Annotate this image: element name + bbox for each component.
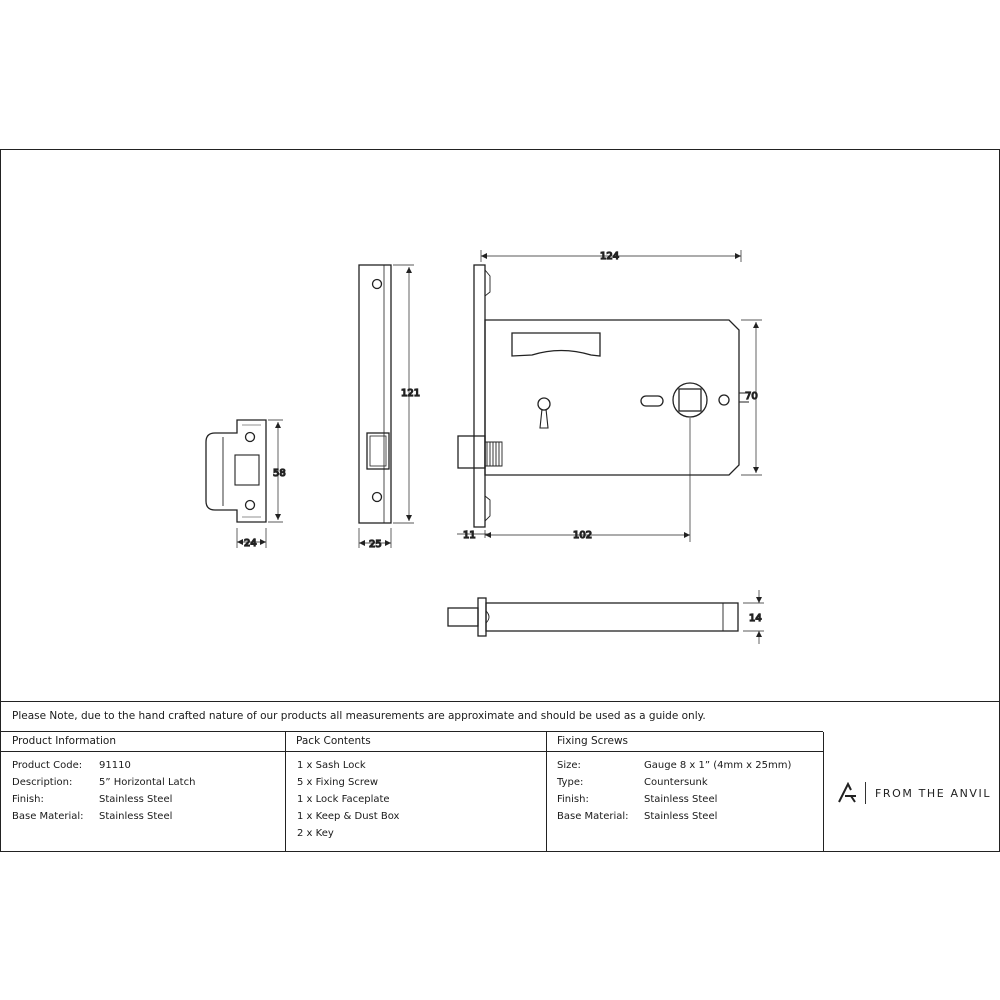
- type-label: Type:: [557, 777, 584, 788]
- finish-value: Stainless Steel: [644, 794, 718, 805]
- pack-contents-list: 1 x Sash Lock 5 x Fixing Screw 1 x Lock …: [297, 757, 399, 842]
- size-label: Size:: [557, 760, 581, 771]
- measurement-note: Please Note, due to the hand crafted nat…: [12, 710, 706, 722]
- fixing-screws-labels: Size: Type: Finish: Base Material:: [557, 757, 629, 825]
- backset-label: 102: [573, 530, 592, 541]
- list-item: 1 x Lock Faceplate: [297, 794, 390, 805]
- product-code-value: 91110: [99, 760, 131, 771]
- dimension-lines: [236, 250, 764, 644]
- pack-contents-heading: Pack Contents: [296, 735, 371, 747]
- base-material-label: Base Material:: [12, 811, 84, 822]
- list-item: 1 x Keep & Dust Box: [297, 811, 400, 822]
- list-item: 5 x Fixing Screw: [297, 777, 379, 788]
- keep-height-label: 58: [273, 468, 286, 479]
- description-label: Description:: [12, 777, 73, 788]
- faceplate-width-label: 25: [369, 539, 382, 550]
- lock-case: [457, 264, 749, 528]
- dimension-labels: 58 24 121 25 124 70 102 11 14: [243, 250, 762, 624]
- logo-divider: [865, 782, 866, 804]
- drawing-sheet: 58 24 121 25 124 70 102 11 14 Please Not…: [0, 149, 1000, 852]
- lock-case-side-view: [447, 597, 739, 637]
- base-material-label: Base Material:: [557, 811, 629, 822]
- anvil-logo-icon: [838, 782, 856, 803]
- lock-faceplate: [358, 264, 392, 524]
- case-height-label: 70: [745, 391, 758, 402]
- finish-label: Finish:: [557, 794, 589, 805]
- keep-plate: [205, 419, 267, 523]
- technical-drawing: 58 24 121 25 124 70 102 11 14: [205, 250, 764, 644]
- base-material-value: Stainless Steel: [644, 811, 718, 822]
- forend-offset-label: 11: [463, 530, 476, 541]
- dimension-arrows: [237, 253, 762, 637]
- divider: [1, 701, 999, 702]
- divider: [1, 751, 823, 752]
- product-code-label: Product Code:: [12, 760, 83, 771]
- finish-value: Stainless Steel: [99, 794, 173, 805]
- divider: [1, 731, 823, 732]
- product-info-heading: Product Information: [12, 735, 116, 747]
- size-value: Gauge 8 x 1” (4mm x 25mm): [644, 760, 792, 771]
- brand-name: FROM THE ANVIL: [875, 786, 992, 800]
- case-depth-label: 14: [749, 613, 762, 624]
- fixing-screws-values: Gauge 8 x 1” (4mm x 25mm) Countersunk St…: [644, 757, 791, 825]
- list-item: 1 x Sash Lock: [297, 760, 366, 771]
- divider: [823, 732, 824, 851]
- brand-logo: FROM THE ANVIL: [837, 782, 991, 804]
- divider: [285, 732, 286, 851]
- finish-label: Finish:: [12, 794, 44, 805]
- divider: [546, 732, 547, 851]
- product-info-values: 91110 5” Horizontal Latch Stainless Stee…: [99, 757, 195, 825]
- list-item: 2 x Key: [297, 828, 334, 839]
- fixing-screws-heading: Fixing Screws: [557, 735, 629, 747]
- faceplate-height-label: 121: [401, 388, 420, 399]
- product-info-labels: Product Code: Description: Finish: Base …: [12, 757, 84, 825]
- keep-width-label: 24: [244, 538, 257, 549]
- type-value: Countersunk: [644, 777, 708, 788]
- description-value: 5” Horizontal Latch: [99, 777, 196, 788]
- base-material-value: Stainless Steel: [99, 811, 173, 822]
- case-length-label: 124: [600, 251, 619, 262]
